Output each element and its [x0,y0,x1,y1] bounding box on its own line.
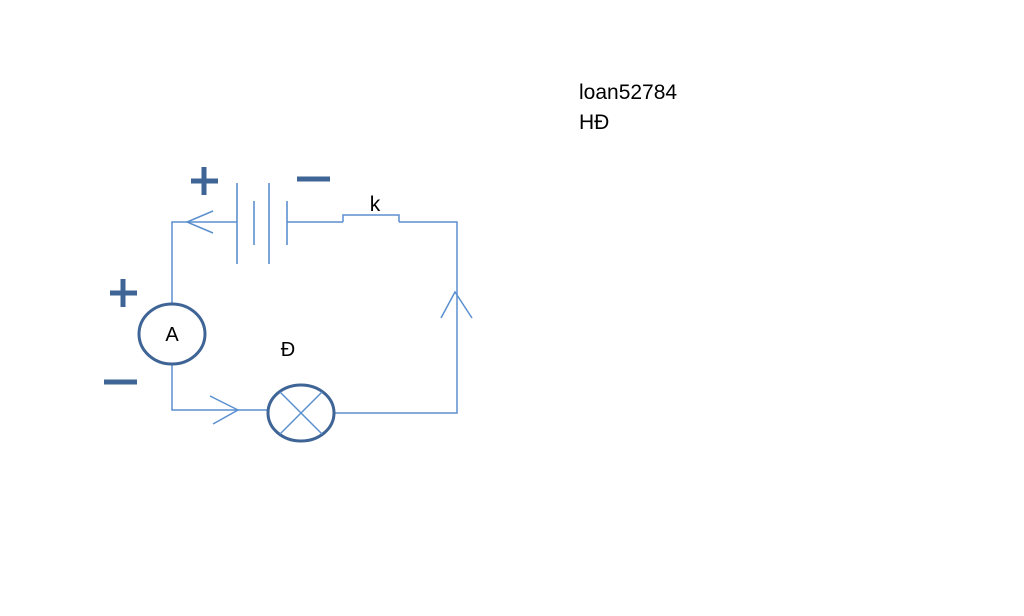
current-arrows [185,210,473,425]
ammeter-label: A [165,324,179,346]
polarity-signs [104,167,330,385]
lamp-cross-2 [279,391,323,435]
battery-symbol [236,183,288,264]
wire-bottom-left [171,364,268,411]
battery-plus-sign [191,167,218,195]
ammeter-minus-text: − [0,0,1,1]
arrow-up-right [440,290,473,319]
ammeter: A [137,302,207,366]
wires [171,214,458,414]
lamp-label: Đ [281,339,295,361]
caption-note: HĐ [579,111,610,134]
wire-top-left [171,221,237,304]
caption: loan52784 HĐ [579,78,677,138]
lamp [266,383,336,443]
arrow-right-bottom [209,395,240,425]
switch-symbol [342,214,400,222]
switch-label: k [370,193,381,216]
caption-username: loan52784 [579,81,678,104]
arrow-left-top [185,210,214,234]
ammeter-circle [137,302,207,366]
ammeter-plus-sign [110,279,137,307]
wire-right [334,221,458,414]
